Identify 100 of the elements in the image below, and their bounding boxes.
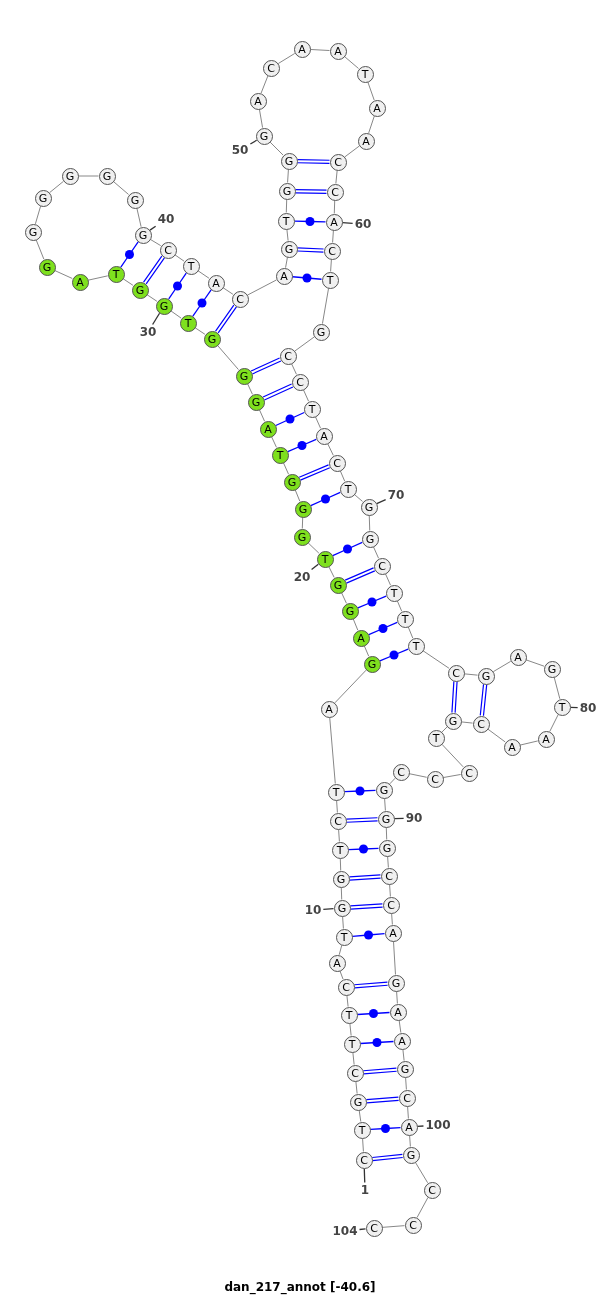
nucleotide-circle: T [553, 698, 571, 716]
leader-line [376, 498, 387, 505]
backbone-line [332, 230, 334, 243]
nucleotide-circle: G [235, 367, 253, 385]
nucleotide-circle: G [203, 330, 221, 348]
nucleotide-circle: G [332, 870, 350, 888]
nucleotide-circle: T [385, 584, 403, 602]
backbone-line [384, 573, 392, 586]
nucleotide-circle: C [404, 1216, 422, 1234]
leader-line [416, 1125, 425, 1128]
nucleotide-circle: A [509, 648, 527, 666]
position-number: 30 [139, 325, 157, 339]
backbone-line [314, 416, 322, 429]
nucleotide-circle: G [61, 167, 79, 185]
nucleotide-circle: T [277, 212, 295, 230]
backbone-line [333, 200, 336, 214]
base-pair-line [368, 621, 398, 636]
backbone-line [381, 1225, 406, 1228]
base-pair-line [120, 241, 139, 268]
backbone-line [146, 294, 158, 302]
base-pair-line [351, 933, 386, 937]
backbone-line [409, 1135, 411, 1147]
backbone-line [34, 205, 42, 225]
backbone-line [339, 470, 346, 482]
backbone-line [87, 275, 109, 281]
nucleotide-circle: C [423, 1181, 441, 1199]
backbone-line [355, 1080, 358, 1095]
backbone-line [149, 238, 162, 247]
nucleotide-circle: G [134, 226, 152, 244]
backbone-line [271, 436, 277, 448]
backbone-line [344, 145, 360, 158]
leader-line [310, 563, 319, 571]
nucleotide-circle: G [280, 240, 298, 258]
nucleotide-circle: A [384, 924, 402, 942]
nucleotide-circle: T [353, 1121, 371, 1139]
base-pair-line [369, 1126, 402, 1131]
backbone-line [408, 773, 428, 778]
nucleotide-circle: G [24, 223, 42, 241]
nucleotide-circle: C [328, 454, 346, 472]
backbone-line [385, 827, 388, 840]
nucleotide-circle: A [293, 40, 311, 58]
base-pair-line [262, 383, 294, 401]
nucleotide-circle: G [293, 528, 311, 546]
nucleotide-circle: A [393, 1032, 411, 1050]
base-pair-line [357, 595, 387, 609]
nucleotide-circle: G [363, 655, 381, 673]
backbone-line [327, 443, 334, 456]
base-pair-line [275, 411, 305, 427]
nucleotide-circle: T [407, 637, 425, 655]
leader-line [341, 221, 354, 224]
backbone-line [258, 409, 266, 422]
nucleotide-circle: T [316, 550, 334, 568]
backbone-line [416, 1196, 429, 1219]
nucleotide-circle: G [126, 191, 144, 209]
position-number: 1 [360, 1183, 370, 1197]
backbone-line [384, 798, 386, 811]
position-number: 10 [304, 903, 322, 917]
base-pair-line [294, 189, 328, 194]
base-pair-line [365, 1096, 400, 1104]
backbone-line [343, 56, 360, 69]
backbone-line [441, 726, 448, 733]
base-pair-line [349, 903, 384, 910]
backbone-line [396, 600, 403, 612]
backbone-line [442, 774, 462, 778]
nucleotide-circle: G [312, 323, 330, 341]
position-number: 80 [579, 701, 597, 715]
nucleotide-circle: T [340, 1006, 358, 1024]
nucleotide-circle: C [355, 1151, 373, 1169]
nucleotide-circle: G [333, 899, 351, 917]
nucleotide-circle: C [329, 812, 347, 830]
nucleotide-circle: C [159, 241, 177, 259]
nucleotide-circle: A [328, 954, 346, 972]
backbone-line [352, 1051, 355, 1066]
nucleotide-circle: A [259, 420, 277, 438]
backbone-line [368, 515, 371, 531]
backbone-line [54, 270, 73, 279]
backbone-line [422, 650, 450, 669]
nucleotide-circle: T [335, 928, 353, 946]
nucleotide-circle: C [426, 770, 444, 788]
backbone-line [460, 721, 474, 724]
position-number: 40 [157, 212, 175, 226]
backbone-line [78, 175, 99, 177]
nucleotide-circle: A [329, 42, 347, 60]
nucleotide-circle: T [321, 271, 339, 289]
nucleotide-circle: G [477, 667, 495, 685]
position-number: 100 [425, 1118, 451, 1132]
nucleotide-circle: C [365, 1219, 383, 1237]
backbone-line [307, 542, 320, 554]
nucleotide-circle: G [255, 127, 273, 145]
nucleotide-circle: A [357, 132, 375, 150]
nucleotide-circle: G [280, 152, 298, 170]
backbone-line [389, 777, 396, 785]
position-number: 104 [332, 1224, 358, 1238]
backbone-line [368, 115, 375, 134]
nucleotide-circle: T [396, 610, 414, 628]
base-pair-line [356, 1011, 391, 1016]
nucleotide-circle: A [315, 427, 333, 445]
base-pair-line [287, 438, 317, 453]
backbone-line [353, 494, 364, 502]
nucleotide-circle: G [444, 712, 462, 730]
